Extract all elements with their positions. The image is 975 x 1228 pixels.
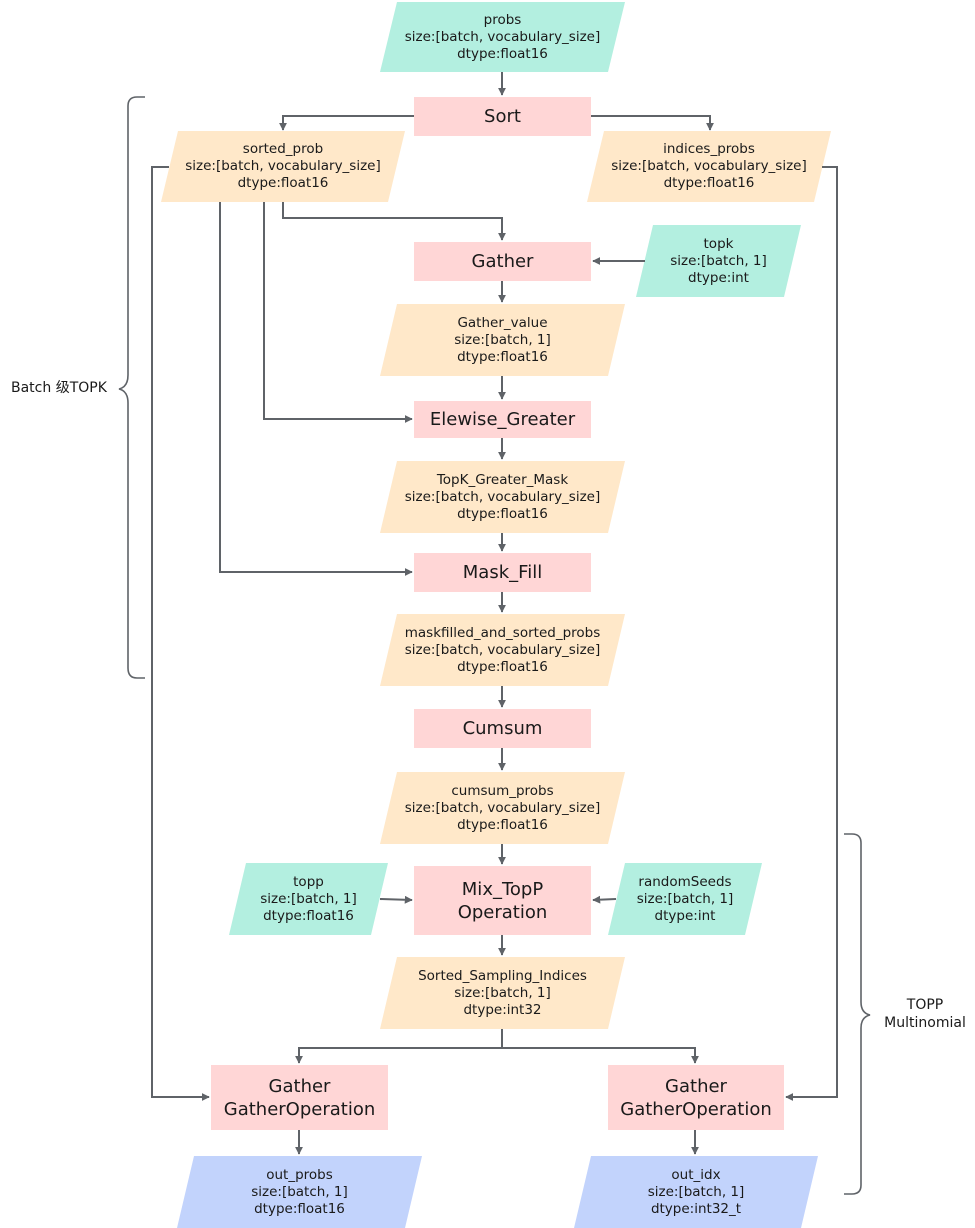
- batch-topk-label: Batch 级TOPK: [11, 380, 107, 396]
- edge-topp-mix-topp: [379, 895, 413, 904]
- group-label-line2: Multinomial: [884, 1015, 966, 1031]
- edge-random-seeds-mix-topp: [592, 895, 617, 904]
- probs-shape: [380, 2, 625, 72]
- indices-probs-shape: [587, 131, 831, 202]
- gather-box: [414, 242, 591, 281]
- out-idx-shape: [574, 1156, 818, 1228]
- mask-fill-box: [414, 553, 591, 592]
- topk-greater-mask-shape: [380, 461, 625, 533]
- edge-sort-sorted-prob: [279, 115, 414, 131]
- batch-topk-brace: [118, 96, 145, 679]
- edge-sort-indices-probs: [591, 115, 714, 131]
- topk-shape: [636, 225, 801, 297]
- sorted-prob-shape: [161, 131, 405, 202]
- maskfilled-sorted-probs-shape: [380, 614, 625, 686]
- edge-sampling-gather-probs: [295, 1029, 503, 1064]
- out-probs-shape: [177, 1156, 422, 1228]
- topp-multinomial-label: TOPP Multinomial: [880, 996, 970, 1032]
- edge-sorted-prob-gather: [282, 202, 506, 241]
- cumsum-probs-shape: [380, 772, 625, 844]
- cumsum-box: [414, 709, 591, 748]
- sorted-sampling-indices-shape: [380, 957, 625, 1029]
- mix-topp-box: [414, 866, 591, 935]
- gather-idx-box: [608, 1065, 784, 1130]
- edge-sorted-prob-gather-probs: [151, 166, 210, 1101]
- edge-sorted-prob-mask-fill: [219, 202, 413, 576]
- topp-multinomial-brace: [844, 833, 871, 1195]
- sort-box: [414, 97, 591, 136]
- random-seeds-shape: [608, 863, 762, 935]
- edge-sorted-prob-elewise: [263, 202, 413, 423]
- gather-probs-box: [211, 1065, 388, 1130]
- edge-indices-probs-gather-idx: [785, 166, 838, 1101]
- group-label-line1: TOPP: [906, 997, 944, 1013]
- gather-value-shape: [380, 304, 625, 376]
- topp-shape: [229, 863, 388, 935]
- edge-sampling-gather-idx: [502, 1047, 699, 1064]
- elewise-greater-box: [414, 401, 591, 438]
